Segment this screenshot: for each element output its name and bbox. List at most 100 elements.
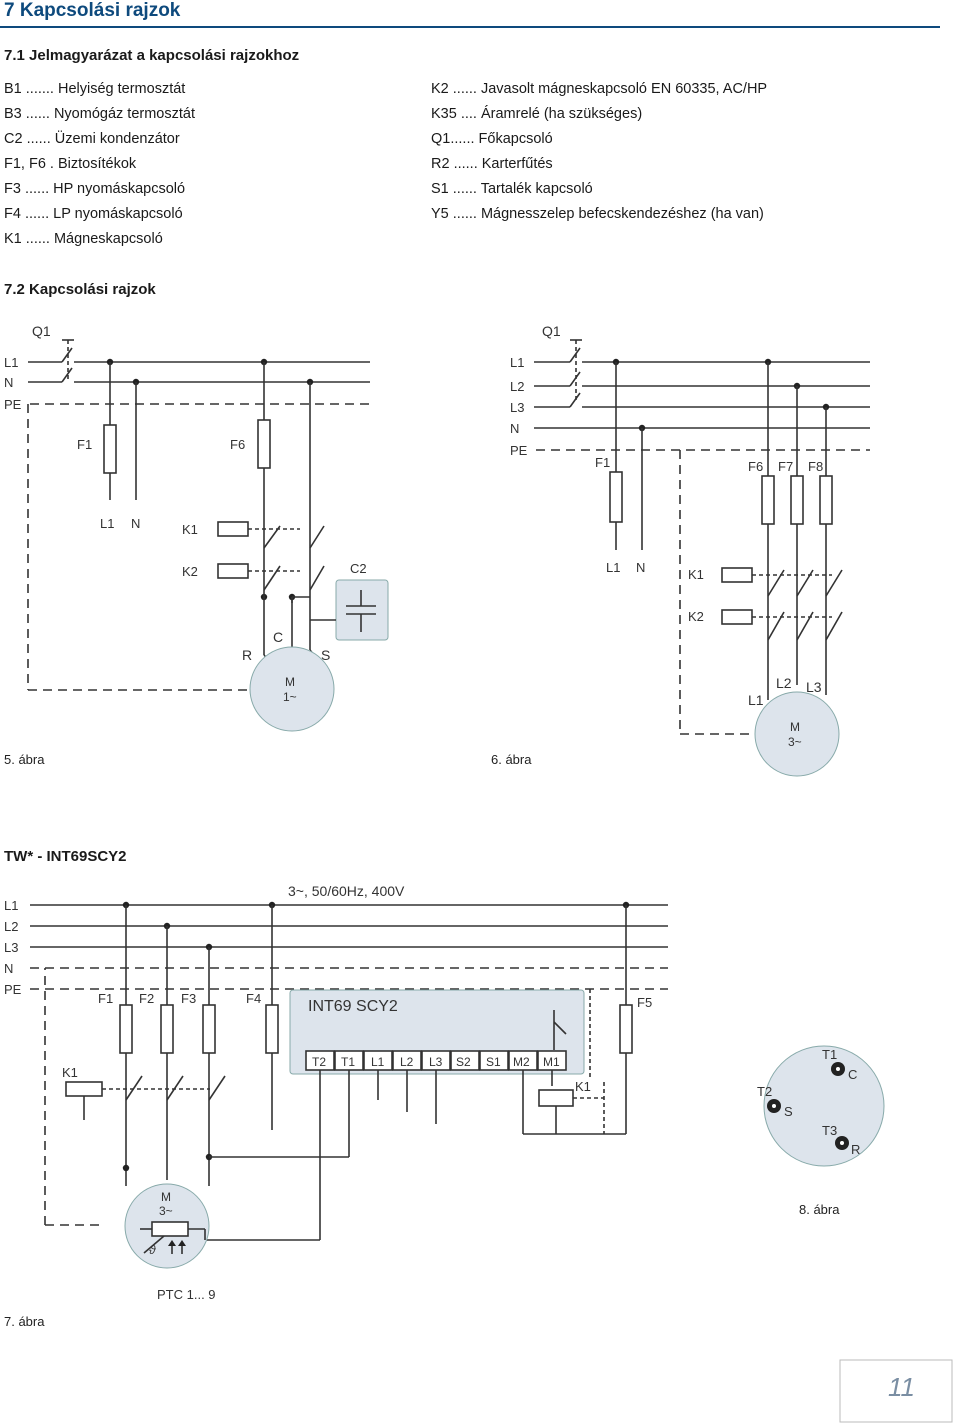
fig6-fuse-f6 (761, 475, 775, 525)
fig5-contactors (217, 520, 325, 591)
fig6-fuse-f1 (609, 471, 623, 523)
fig7-ptc-label: PTC 1... 9 (157, 1287, 216, 1302)
fig8-label-t3: T3 (822, 1123, 837, 1138)
fig5-label-c2: C2 (350, 561, 367, 576)
fig7-int69-relay (553, 1010, 567, 1050)
fig5-label-f1: F1 (77, 437, 92, 452)
legend-item: S1 ...... Tartalék kapcsoló (431, 181, 593, 197)
fig5-label-f6: F6 (230, 437, 245, 452)
fig7-label-n: N (4, 961, 13, 976)
fig5-label-s: S (321, 647, 330, 663)
fig7-label-f2: F2 (139, 991, 154, 1006)
fig5-capacitor-c2 (335, 579, 389, 641)
fig6-motor-label: M (790, 720, 800, 734)
fig7-terminal: L2 (400, 1055, 414, 1069)
fig5-label-k2: K2 (182, 564, 198, 579)
fig5-label-n: N (4, 375, 13, 390)
fig6-label-l1b: L1 (606, 560, 620, 575)
fig6-contactors (721, 562, 843, 700)
section-title-int69: TW* - INT69SCY2 (4, 848, 127, 865)
fig6-label-l1: L1 (510, 355, 524, 370)
fig5-coil-k1 (217, 521, 249, 537)
legend-right-column: K2 ...... Javasolt mágneskapcsoló EN 603… (431, 77, 767, 227)
fig5-main-switch (61, 339, 74, 383)
fig6-label-ml3: L3 (806, 679, 822, 695)
fig5-coil-k2 (217, 563, 249, 579)
section-title-legend: 7.1 Jelmagyarázat a kapcsolási rajzokhoz (4, 47, 300, 64)
legend-left-column: B1 ....... Helyiség termosztát B3 ......… (4, 77, 195, 252)
fig7-coil-k1 (65, 1081, 103, 1097)
fig5-label-nb: N (131, 516, 140, 531)
fig6-pe-wire (679, 450, 752, 735)
fig7-terminal-strip: T2 T1 L1 L2 L3 S2 S1 M2 M1 (305, 1050, 567, 1071)
fig6-branches (609, 362, 833, 562)
fig7-terminal: T1 (341, 1055, 355, 1069)
fig7-terminal: S1 (486, 1055, 501, 1069)
fig8-label-r: R (851, 1142, 860, 1157)
fig7-fuse-f2 (160, 1004, 174, 1054)
fig7-label-f3: F3 (181, 991, 196, 1006)
fig7-terminal: M2 (513, 1055, 530, 1069)
fig6-coil-k2 (721, 609, 753, 625)
fig7-motor-phase: 3~ (159, 1204, 173, 1218)
fig7-label-f5: F5 (637, 995, 652, 1010)
fig6-label-f6: F6 (748, 459, 763, 474)
fig5-fuse-f1 (103, 424, 117, 474)
fig6-label-k2: K2 (688, 609, 704, 624)
fig5-motor-wiring (27, 404, 336, 691)
legend-item: B1 ....... Helyiség termosztát (4, 81, 186, 97)
fig7-fuse-f4 (265, 1004, 279, 1054)
fig7-motor-group (124, 1183, 210, 1269)
fig6-fuse-f8 (819, 475, 833, 525)
fig5-label-l1b: L1 (100, 516, 114, 531)
fig6-label-ml1: L1 (748, 692, 764, 708)
fig7-terminal: T2 (312, 1055, 326, 1069)
page-corner-frame (839, 1359, 953, 1423)
fig6-label-f1: F1 (595, 455, 610, 470)
fig5-label-r: R (242, 647, 252, 663)
fig7-contactor (65, 1075, 349, 1186)
fig7-coil-k1b (538, 1089, 574, 1107)
fig7-motor-label: M (161, 1190, 171, 1204)
fig7-label-f4: F4 (246, 991, 261, 1006)
fig7-label-l1: L1 (4, 898, 18, 913)
fig5-label-pe: PE (4, 397, 22, 412)
fig7-fuse-f5 (619, 1004, 633, 1054)
fig5-supply-lines (28, 361, 370, 405)
fig7-label-k1b: K1 (575, 1079, 591, 1094)
fig6-supply-lines (534, 361, 870, 451)
fig6-label-ml2: L2 (776, 675, 792, 691)
fig5-caption: 5. ábra (4, 752, 45, 767)
fig6-fuse-f7 (790, 475, 804, 525)
fig6-coil-k1 (721, 567, 753, 583)
heading-rule (0, 26, 940, 28)
fig7-label-l3: L3 (4, 940, 18, 955)
fig7-fuse-f3 (202, 1004, 216, 1054)
fig5-branches (103, 362, 311, 520)
section-title-diagrams: 7.2 Kapcsolási rajzok (4, 281, 156, 298)
fig6-label-pe: PE (510, 443, 528, 458)
fig5-fuse-f6 (257, 419, 271, 469)
fig5-motor-label: M (285, 675, 295, 689)
fig5-label-c: C (273, 629, 283, 645)
fig5-label-l1: L1 (4, 355, 18, 370)
legend-item: K2 ...... Javasolt mágneskapcsoló EN 603… (431, 81, 768, 97)
fig7-label-k1: K1 (62, 1065, 78, 1080)
fig7-supply-lines (30, 904, 668, 990)
fig7-label-l2: L2 (4, 919, 18, 934)
legend-item: K1 ...... Mágneskapcsoló (4, 231, 163, 247)
legend-item: Q1...... Főkapcsoló (431, 131, 553, 147)
fig6-label-l2: L2 (510, 379, 524, 394)
fig6-label-f7: F7 (778, 459, 793, 474)
fig5-motor (249, 646, 335, 732)
fig7-label-pe: PE (4, 982, 22, 997)
fig6-caption: 6. ábra (491, 752, 532, 767)
fig5-label-k1: K1 (182, 522, 198, 537)
fig6-label-nb: N (636, 560, 645, 575)
fig6-label-l3: L3 (510, 400, 524, 415)
fig6-motor-phase: 3~ (788, 735, 802, 749)
fig8-terminal-plate (763, 1045, 885, 1167)
legend-item: F4 ...... LP nyomáskapcsoló (4, 206, 183, 222)
fig7-terminal: L1 (371, 1055, 385, 1069)
